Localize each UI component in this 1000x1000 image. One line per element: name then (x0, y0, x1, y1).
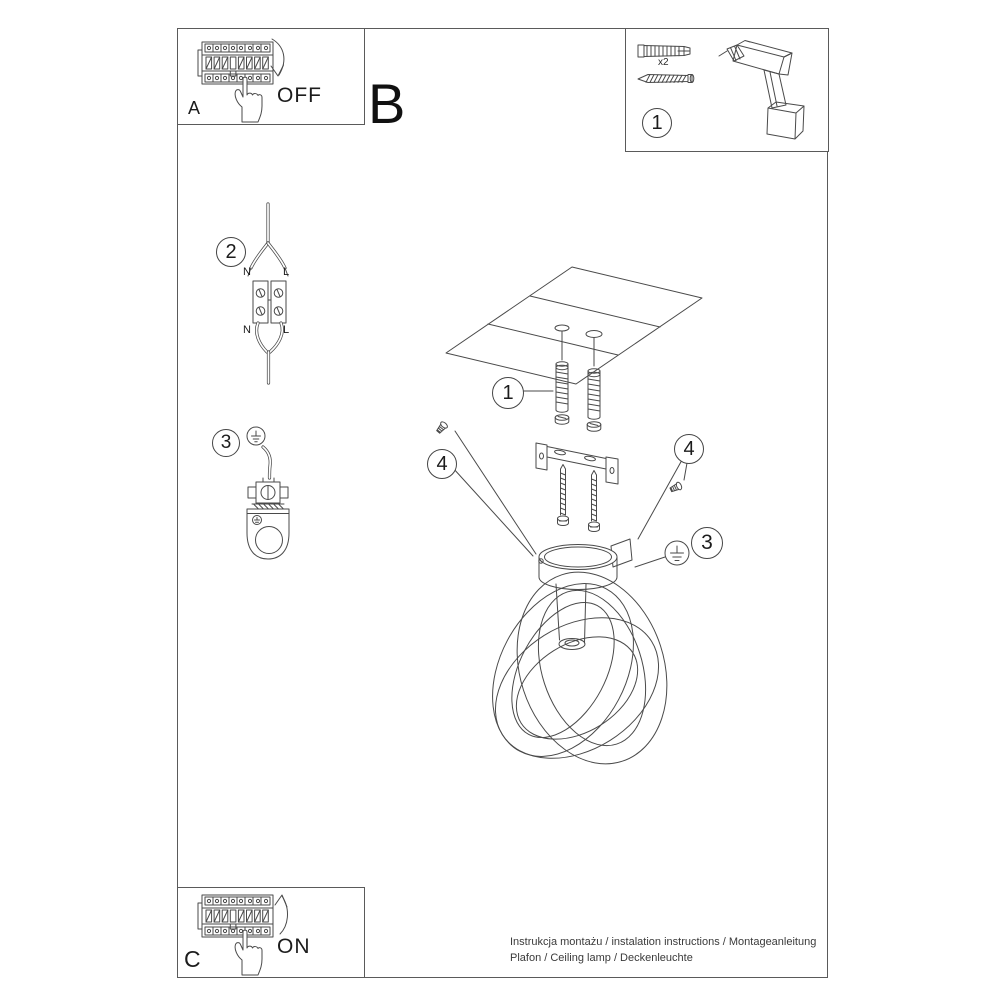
callout-3-main-circle: 3 (691, 527, 723, 559)
canopy (538, 538, 633, 590)
ceiling-panel (445, 266, 703, 385)
leader-lines (452, 390, 688, 568)
footer-text: Instrukcja montażu / instalation instruc… (510, 935, 816, 966)
wall-plug-icon (637, 44, 691, 58)
curved-arrow-down-icon (270, 38, 285, 77)
callout-1-main-circle: 1 (492, 377, 524, 409)
parts-illustration (637, 40, 805, 140)
ground-symbol-icon (664, 540, 690, 566)
screw-icon (436, 421, 448, 434)
callout-4-right-circle: 4 (674, 434, 704, 464)
cage-shade (492, 571, 668, 765)
canopy-screw-left (557, 464, 569, 526)
wall-plug-right (586, 368, 602, 432)
on-label: ON (277, 935, 311, 958)
step-c-label: C (184, 946, 201, 972)
ground-terminal-diagram (246, 426, 290, 560)
screw-icon (637, 74, 695, 83)
mounting-bracket (535, 442, 619, 485)
callout-4-left-circle: 4 (427, 449, 457, 479)
step-c-box (177, 887, 365, 978)
step-b-label: B (368, 72, 406, 135)
step-a-label: A (188, 98, 201, 118)
canopy-screw-right (588, 470, 600, 532)
breaker-off-illustration (197, 38, 285, 123)
breaker-on-illustration (197, 894, 288, 976)
footer-line-1: Instrukcja montażu / instalation instruc… (510, 936, 817, 948)
wire-label-l-top: L (282, 266, 290, 278)
footer-line-2: Plafon / Ceiling lamp / Deckenleuchte (510, 951, 693, 964)
screw-icon (669, 481, 683, 493)
parts-number-circle: 1 (642, 108, 672, 138)
dowel-quantity: x2 (658, 57, 669, 68)
page-frame (177, 28, 828, 978)
wire-label-n-top: N (243, 266, 251, 278)
curved-arrow-up-icon (274, 894, 288, 935)
off-label: OFF (277, 84, 322, 107)
callout-2-circle: 2 (216, 237, 246, 267)
wire-label-l-bottom: L (282, 324, 290, 336)
wall-plug-left (554, 361, 570, 425)
drill-icon (718, 40, 805, 140)
step-a-box (177, 28, 365, 125)
wire-label-n-bottom: N (243, 324, 251, 336)
callout-3-left-circle: 3 (212, 429, 240, 457)
wire-connector-diagram (247, 202, 289, 385)
